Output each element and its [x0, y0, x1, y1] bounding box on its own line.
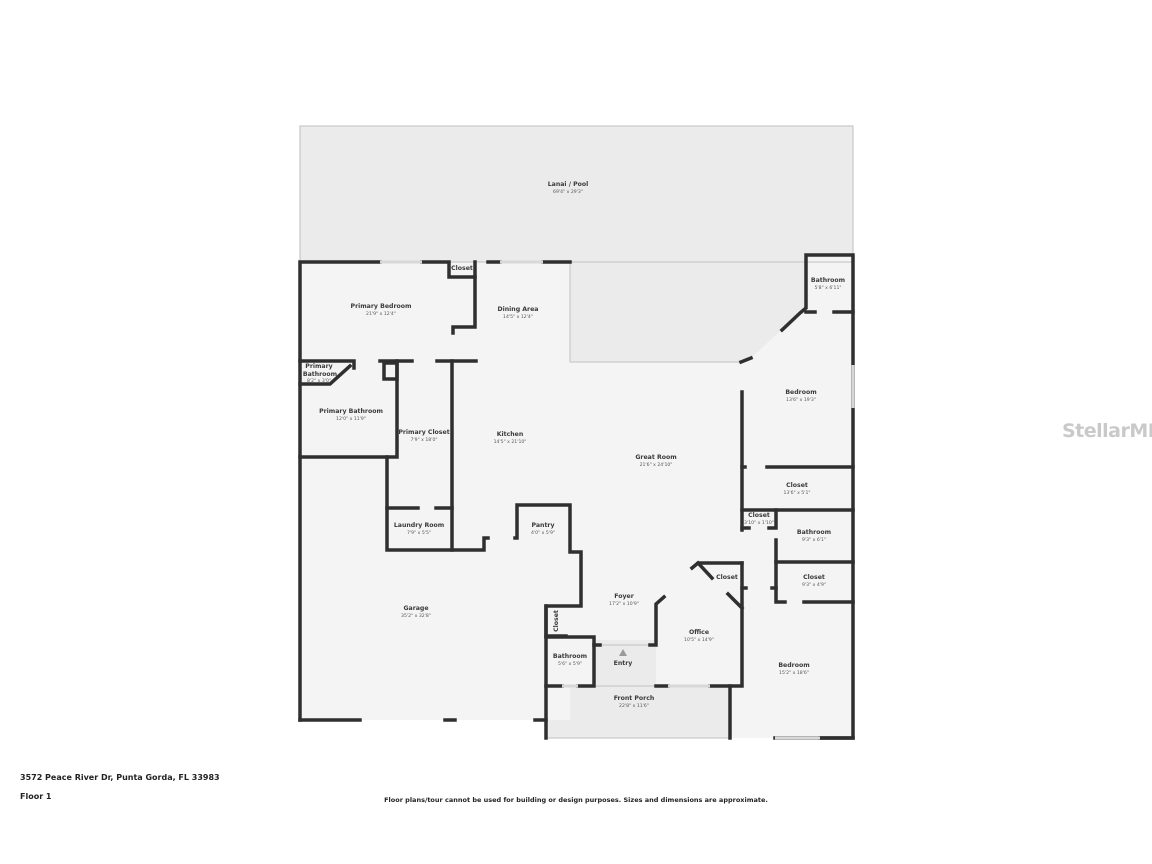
porch-area-2 — [656, 686, 730, 738]
room-name: Primary Closet — [398, 429, 449, 436]
lanai-area — [300, 126, 853, 262]
entry-arrow-icon — [619, 649, 627, 656]
room-dim: 21'6" x 24'10" — [640, 462, 673, 468]
room-name: Primary — [305, 363, 332, 370]
room-name: Bathroom — [303, 371, 337, 378]
room-name: Great Room — [635, 454, 676, 461]
room-name: Bathroom — [797, 529, 831, 536]
room-name: Closet — [716, 574, 738, 581]
room-dim: 12'0" x 11'9" — [336, 416, 366, 422]
room-name: Office — [689, 629, 709, 636]
room-dim: 14'5" x 12'4" — [503, 314, 533, 320]
walls — [298, 253, 855, 740]
room-name: Bathroom — [811, 277, 845, 284]
bath-floor — [546, 606, 594, 686]
room-name: Dining Area — [498, 306, 539, 313]
room-name: Closet — [553, 610, 560, 632]
room-dim: 5'6" x 5'9" — [558, 661, 582, 667]
room-name: Bedroom — [785, 389, 816, 396]
room-dim: 5'8" x 6'11" — [814, 285, 841, 291]
room-dim: 13'6" x 19'3" — [786, 397, 816, 403]
room-name: Lanai / Pool — [548, 181, 589, 188]
room-name: Primary Bedroom — [351, 303, 412, 310]
room-name: Laundry Room — [394, 522, 444, 529]
room-name: Closet — [451, 265, 473, 272]
room-dim: 4'0" x 5'9" — [531, 530, 555, 536]
room-name: Garage — [403, 605, 428, 612]
room-closet-office: Closet — [716, 574, 738, 581]
room-dim: 14'5" x 21'10" — [494, 439, 527, 445]
room-closet-foyer: Closet — [553, 610, 560, 632]
room-dim: 22'8" x 11'6" — [619, 703, 649, 709]
room-name: Bathroom — [553, 653, 587, 660]
room-dim: 9'3" x 4'9" — [802, 582, 826, 588]
room-name: Bedroom — [778, 662, 809, 669]
room-dim: 10'5" x 14'9" — [684, 637, 714, 643]
west-floor — [300, 262, 570, 720]
room-dim: 7'9" x 18'0" — [410, 437, 437, 443]
room-dim: 9'3" x 6'1" — [802, 537, 826, 543]
room-dim: 69'4" x 29'3" — [553, 189, 583, 195]
room-dim: 35'2" x 32'8" — [401, 613, 431, 619]
room-name: Front Porch — [614, 695, 655, 702]
room-dim: 7'9" x 5'5" — [407, 530, 431, 536]
room-dim: 17'2" x 10'9" — [609, 601, 639, 607]
room-name: Closet — [748, 512, 770, 519]
room-dim: 15'2" x 18'6" — [779, 670, 809, 676]
room-name: Kitchen — [497, 431, 524, 438]
property-address: 3572 Peace River Dr, Punta Gorda, FL 339… — [20, 773, 220, 782]
room-name: Foyer — [614, 593, 634, 600]
room-name: Entry — [614, 660, 633, 667]
room-name: Closet — [803, 574, 825, 581]
room-dim: 13'6" x 5'1" — [783, 490, 810, 496]
lanai-extension — [570, 262, 806, 362]
room-dim: 8'2" x 3'0" — [307, 378, 331, 384]
watermark-logo: StellarMLS — [1062, 420, 1152, 442]
room-name: Closet — [786, 482, 808, 489]
floors — [300, 126, 853, 738]
room-name: Primary Bathroom — [319, 408, 383, 415]
east-floor — [730, 255, 853, 738]
office-floor — [656, 563, 742, 686]
room-dim: 21'9" x 12'4" — [366, 311, 396, 317]
room-dim: 3'10" x 1'10" — [744, 520, 774, 526]
disclaimer: Floor plans/tour cannot be used for buil… — [384, 796, 768, 804]
room-entry: Entry — [614, 660, 633, 667]
floor-label: Floor 1 — [20, 792, 52, 801]
room-name: Pantry — [532, 522, 555, 529]
room-primary-bedroom-closet: Closet — [451, 265, 473, 272]
